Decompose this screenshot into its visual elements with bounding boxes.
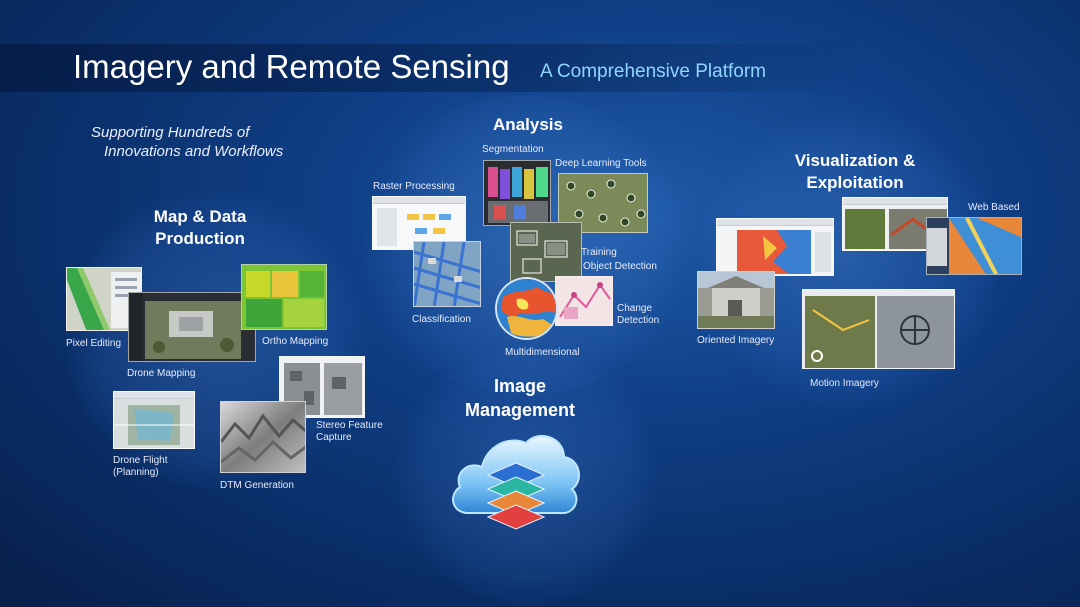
pixel-editing-caption: Pixel Editing (66, 338, 122, 349)
page-subtitle: A Comprehensive Platform (540, 61, 766, 82)
tagline-line-2: Innovations and Workflows (104, 143, 284, 160)
web-based-thumbnail (926, 217, 1022, 275)
multidimensional-caption: Multidimensional (505, 347, 580, 358)
tagline: Supporting Hundreds of Innovations and W… (91, 123, 283, 161)
ortho-mapping-image (242, 265, 326, 329)
map-data-production-heading: Map & Data Production (153, 207, 247, 248)
drone-mapping-caption: Drone Mapping (127, 368, 196, 379)
segmentation-image (484, 161, 550, 225)
web-based-caption: Web Based (968, 202, 1020, 213)
stereo-feature-caption: Stereo Feature Capture (316, 420, 383, 443)
oriented-imagery-thumbnail (697, 271, 775, 329)
multidimensional-thumbnail (495, 277, 558, 340)
drone-mapping-thumbnail (128, 292, 256, 362)
training-caption: Training (581, 247, 617, 258)
globe-icon (497, 279, 556, 338)
drone-flight-image (114, 399, 194, 448)
image-management-heading: Image Management (464, 376, 576, 420)
motion-imagery-caption: Motion Imagery (810, 378, 879, 389)
visualization-map-image (717, 226, 833, 275)
cloud-layers-icon (452, 434, 580, 530)
change-detection-thumbnail (555, 276, 613, 326)
segmentation-caption: Segmentation (482, 144, 544, 155)
change-detection-image (556, 277, 612, 325)
segmentation-thumbnail (483, 160, 551, 226)
classification-caption: Classification (412, 314, 471, 325)
classification-thumbnail (413, 241, 481, 307)
dtm-generation-thumbnail (220, 401, 306, 473)
ortho-mapping-caption: Ortho Mapping (262, 336, 329, 347)
motion-imagery-thumbnail (802, 289, 955, 369)
oriented-imagery-caption: Oriented Imagery (697, 335, 775, 346)
drone-flight-caption: Drone Flight (Planning) (113, 455, 168, 478)
raster-processing-caption: Raster Processing (373, 181, 455, 192)
visualization-map-thumbnail (716, 218, 834, 276)
training-thumbnail (510, 222, 582, 282)
oriented-imagery-image (698, 272, 774, 328)
change-detection-caption: Change Detection (617, 303, 660, 326)
motion-imagery-image (803, 290, 954, 368)
drone-flight-thumbnail (113, 391, 195, 449)
ortho-mapping-thumbnail (241, 264, 327, 330)
object-detection-caption: Object Detection (583, 261, 657, 272)
page-title: Imagery and Remote Sensing (73, 48, 510, 85)
title-band (0, 44, 1080, 92)
dtm-generation-caption: DTM Generation (220, 480, 294, 491)
web-based-image (927, 218, 1021, 274)
analysis-heading: Analysis (493, 115, 563, 134)
drone-mapping-image (129, 293, 255, 361)
deep-learning-caption: Deep Learning Tools (555, 158, 647, 169)
training-image (511, 223, 581, 281)
classification-image (414, 242, 480, 306)
visualization-heading: Visualization & Exploitation (794, 151, 916, 192)
dtm-generation-image (221, 402, 305, 472)
stereo-feature-thumbnail (279, 356, 365, 418)
tagline-line-1: Supporting Hundreds of (91, 124, 250, 141)
